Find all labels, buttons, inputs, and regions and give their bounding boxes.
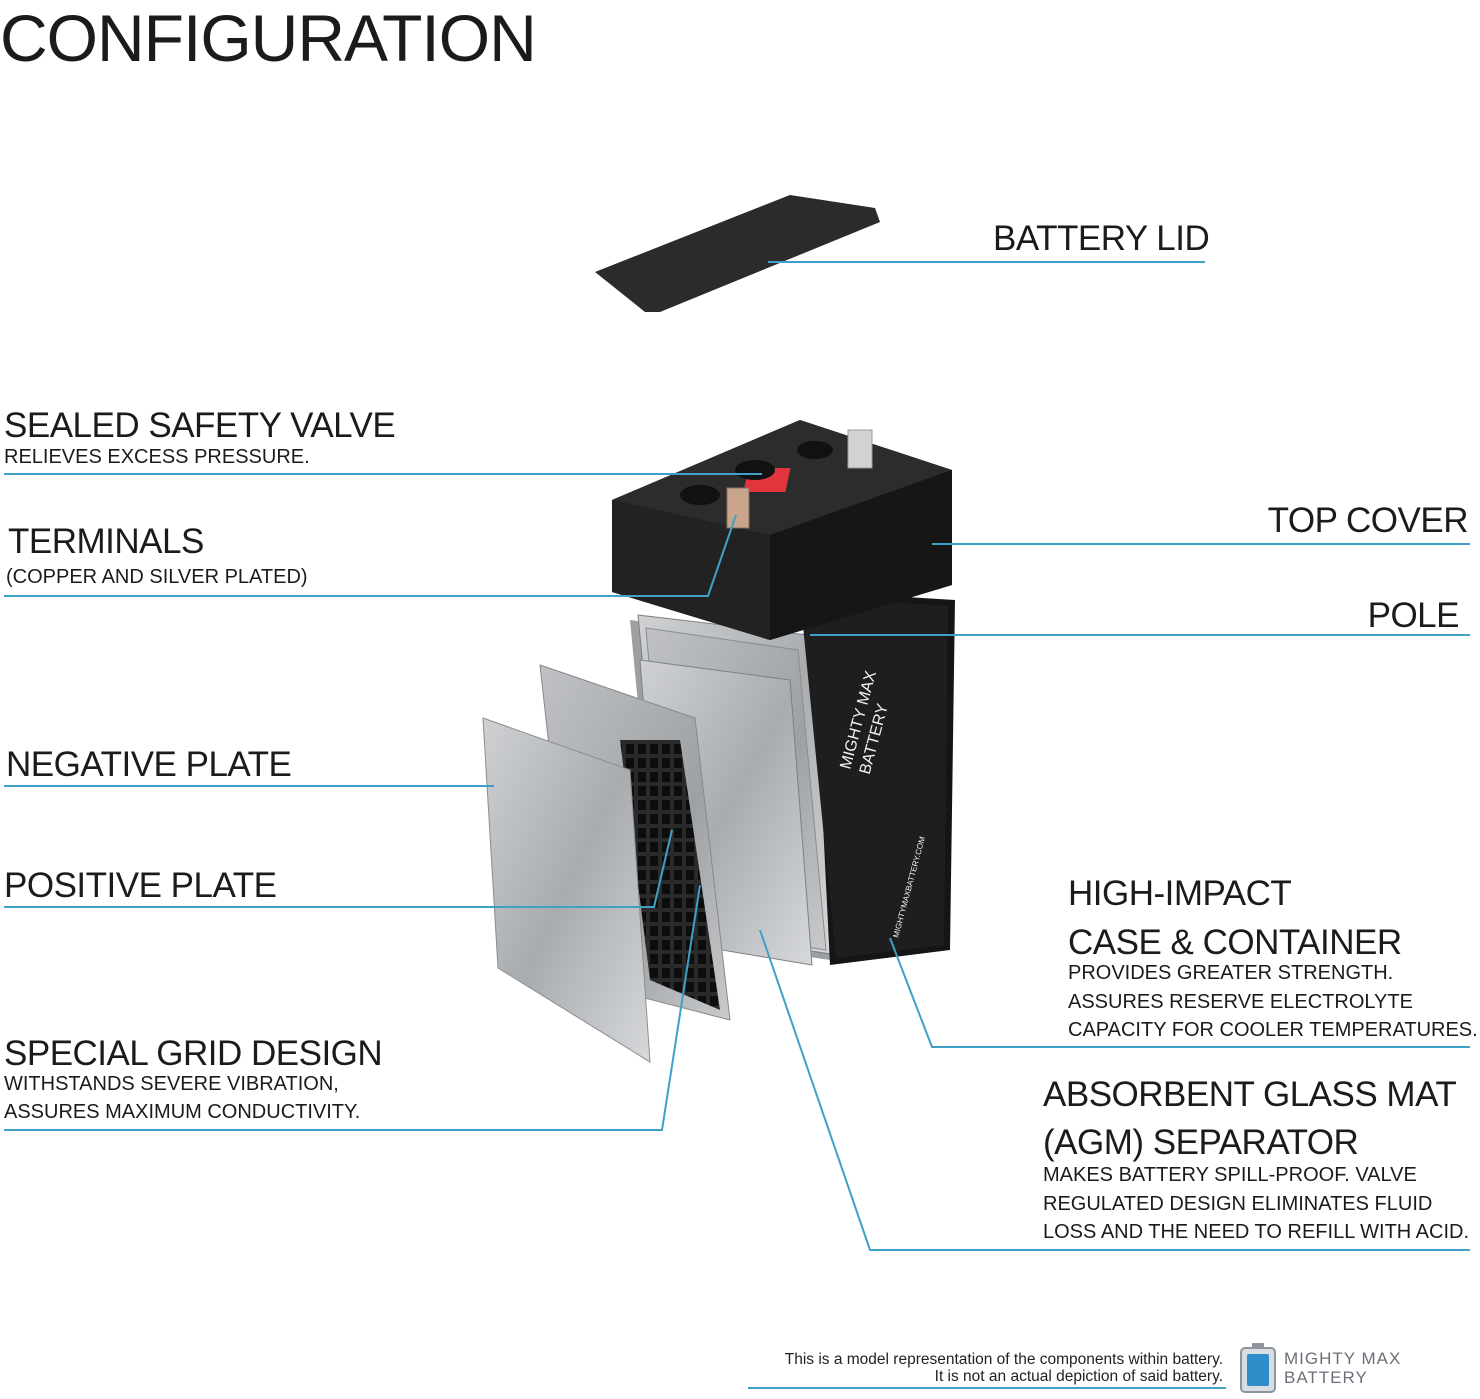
- label-high-impact-1: HIGH-IMPACT: [1068, 874, 1292, 913]
- desc-special-grid-2: ASSURES MAXIMUM CONDUCTIVITY.: [4, 1101, 361, 1123]
- desc-high-impact-1: PROVIDES GREATER STRENGTH.: [1068, 962, 1394, 984]
- logo-text-battery: BATTERY: [1284, 1368, 1368, 1387]
- negative-plate: [482, 717, 651, 1063]
- desc-sealed-safety-valve: RELIEVES EXCESS PRESSURE.: [4, 446, 310, 468]
- desc-high-impact-2: ASSURES RESERVE ELECTROLYTE: [1068, 991, 1413, 1013]
- battery-icon: [1240, 1343, 1276, 1393]
- logo-text-mighty-max: MIGHTY MAX: [1284, 1349, 1402, 1368]
- label-agm-1: ABSORBENT GLASS MAT: [1043, 1075, 1457, 1114]
- leader-terminals: [4, 514, 737, 597]
- desc-terminals: (COPPER AND SILVER PLATED): [6, 566, 308, 588]
- leader-lines: [4, 261, 1470, 1389]
- label-special-grid: SPECIAL GRID DESIGN: [4, 1034, 383, 1073]
- label-high-impact-2: CASE & CONTAINER: [1068, 923, 1402, 962]
- label-terminals: TERMINALS: [8, 522, 204, 561]
- leader-special-grid: [4, 884, 701, 1131]
- desc-high-impact-3: CAPACITY FOR COOLER TEMPERATURES.: [1068, 1019, 1478, 1041]
- label-top-cover: TOP COVER: [1267, 501, 1469, 540]
- desc-agm-2: REGULATED DESIGN ELIMINATES FLUID: [1043, 1193, 1433, 1215]
- battery-lid: [595, 195, 880, 312]
- desc-agm-3: LOSS AND THE NEED TO REFILL WITH ACID.: [1043, 1221, 1470, 1243]
- footer-disclaimer-2: It is not an actual depiction of said ba…: [934, 1368, 1223, 1385]
- desc-special-grid-1: WITHSTANDS SEVERE VIBRATION,: [4, 1073, 339, 1095]
- label-positive-plate: POSITIVE PLATE: [4, 866, 277, 905]
- leader-high-impact: [889, 937, 1470, 1048]
- leader-agm: [759, 929, 1470, 1251]
- label-negative-plate: NEGATIVE PLATE: [6, 745, 292, 784]
- desc-agm-1: MAKES BATTERY SPILL-PROOF. VALVE: [1043, 1164, 1417, 1186]
- leader-positive-plate: [4, 829, 673, 908]
- label-agm-2: (AGM) SEPARATOR: [1043, 1123, 1359, 1162]
- page-title: CONFIGURATION: [0, 1, 537, 75]
- footer-disclaimer-1: This is a model representation of the co…: [784, 1351, 1223, 1368]
- terminals: [726, 429, 873, 529]
- label-battery-lid: BATTERY LID: [993, 219, 1210, 258]
- label-sealed-safety-valve: SEALED SAFETY VALVE: [4, 406, 396, 445]
- battery-case: [790, 590, 955, 965]
- label-pole: POLE: [1367, 596, 1460, 635]
